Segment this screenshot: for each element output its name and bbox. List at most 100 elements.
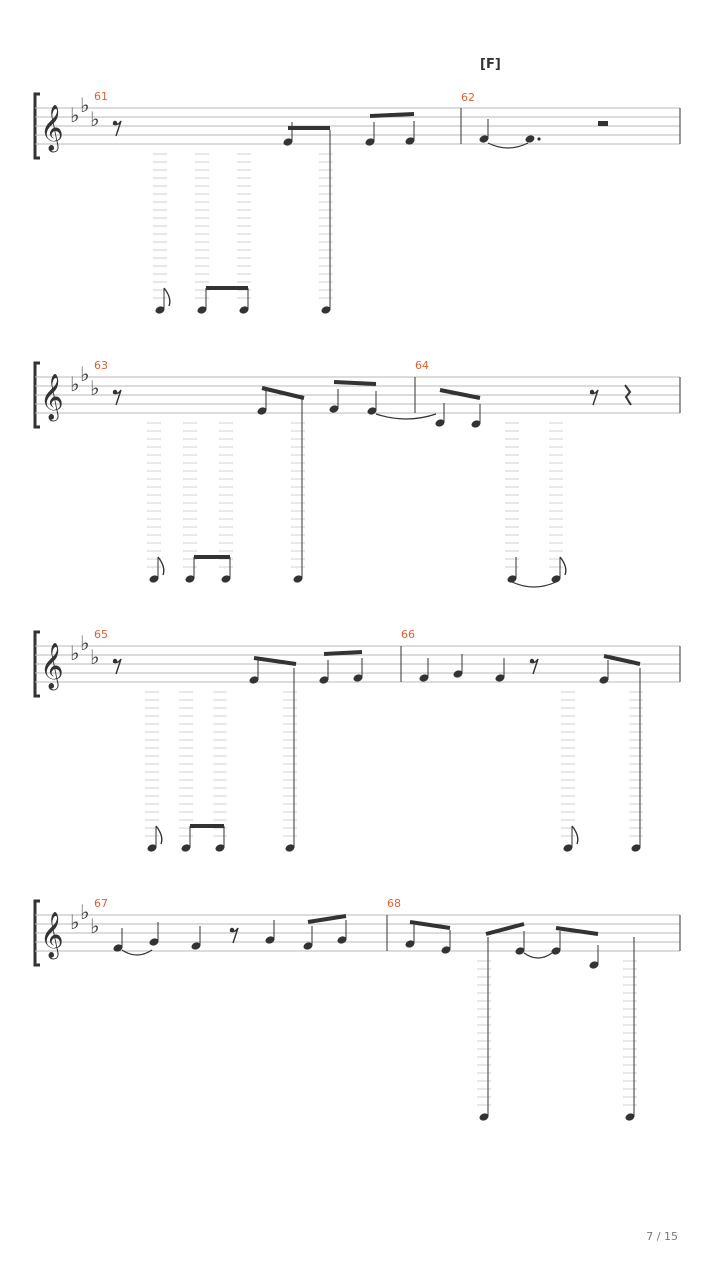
flat-sign: ♭: [90, 645, 99, 669]
note-head: [329, 405, 339, 413]
flat-sign: ♭: [90, 914, 99, 938]
note-head: [551, 947, 561, 955]
treble-clef: 𝄞: [40, 643, 64, 691]
eighth-rest: [112, 120, 122, 137]
note-head: [507, 575, 517, 583]
page-number: 7 / 15: [646, 1230, 678, 1243]
note-head: [155, 306, 165, 314]
eighth-rest: [529, 658, 539, 675]
note-head: [479, 1113, 489, 1121]
note-head: [147, 844, 157, 852]
note-head: [365, 138, 375, 146]
beam: [307, 914, 347, 924]
flat-sign: ♭: [80, 631, 89, 655]
flat-sign: ♭: [80, 362, 89, 386]
note-head: [441, 946, 451, 954]
note-flag: [155, 825, 163, 845]
note-head: [525, 135, 535, 143]
note-head: [257, 407, 267, 415]
note-head: [353, 674, 363, 682]
flat-sign: ♭: [80, 900, 89, 924]
note-head: [631, 844, 641, 852]
measure-number: 61: [94, 90, 108, 103]
beam: [555, 926, 599, 936]
treble-clef: 𝄞: [40, 374, 64, 422]
note-head: [405, 940, 415, 948]
eighth-rest: [112, 389, 122, 406]
note-flag: [559, 556, 567, 576]
treble-clef: 𝄞: [40, 105, 64, 153]
note-head: [191, 942, 201, 950]
beam: [333, 380, 377, 386]
note-head: [551, 575, 561, 583]
note-head: [221, 575, 231, 583]
treble-clef: 𝄞: [40, 912, 64, 960]
note-head: [285, 844, 295, 852]
beam: [409, 920, 451, 930]
note-head: [367, 407, 377, 415]
flat-sign: ♭: [70, 641, 79, 665]
note-head: [405, 137, 415, 145]
flat-sign: ♭: [90, 376, 99, 400]
note-head: [319, 676, 329, 684]
flat-sign: ♭: [90, 107, 99, 131]
tie: [375, 413, 437, 420]
measure-number: 63: [94, 359, 108, 372]
note-head: [563, 844, 573, 852]
tie: [487, 142, 529, 149]
note-flag: [571, 825, 579, 845]
eighth-rest: [229, 927, 239, 944]
tie: [121, 949, 153, 956]
note-head: [149, 938, 159, 946]
note-head: [419, 674, 429, 682]
beam: [253, 656, 297, 666]
note-head: [495, 674, 505, 682]
note-head: [185, 575, 195, 583]
note-head: [215, 844, 225, 852]
note-head: [197, 306, 207, 314]
note-head: [149, 575, 159, 583]
note-head: [181, 844, 191, 852]
flat-sign: ♭: [70, 910, 79, 934]
measure-number: 68: [387, 897, 401, 910]
note-flag: [157, 556, 165, 576]
note-head: [599, 676, 609, 684]
note-head: [113, 944, 123, 952]
measure-number: 66: [401, 628, 415, 641]
beam: [369, 112, 415, 118]
measure-number: 67: [94, 897, 108, 910]
note-head: [249, 676, 259, 684]
flat-sign: ♭: [80, 93, 89, 117]
rehearsal-mark: [F]: [480, 57, 501, 72]
whole-rest: [598, 121, 608, 126]
note-head: [515, 947, 525, 955]
beam: [603, 654, 641, 666]
measure-number: 64: [415, 359, 429, 372]
tie: [523, 952, 553, 959]
note-head: [321, 306, 331, 314]
measure-number: 62: [461, 91, 475, 104]
beam: [261, 386, 305, 400]
beam: [323, 650, 363, 656]
measure-number: 65: [94, 628, 108, 641]
note-head: [337, 936, 347, 944]
note-head: [303, 942, 313, 950]
note-head: [265, 936, 275, 944]
eighth-rest: [589, 389, 599, 406]
note-head: [453, 670, 463, 678]
eighth-rest: [112, 658, 122, 675]
note-head: [435, 419, 445, 427]
note-flag: [163, 287, 171, 307]
note-head: [471, 420, 481, 428]
flat-sign: ♭: [70, 103, 79, 127]
dot: [537, 137, 541, 141]
beam: [485, 922, 525, 936]
tie: [511, 581, 557, 588]
note-head: [625, 1113, 635, 1121]
